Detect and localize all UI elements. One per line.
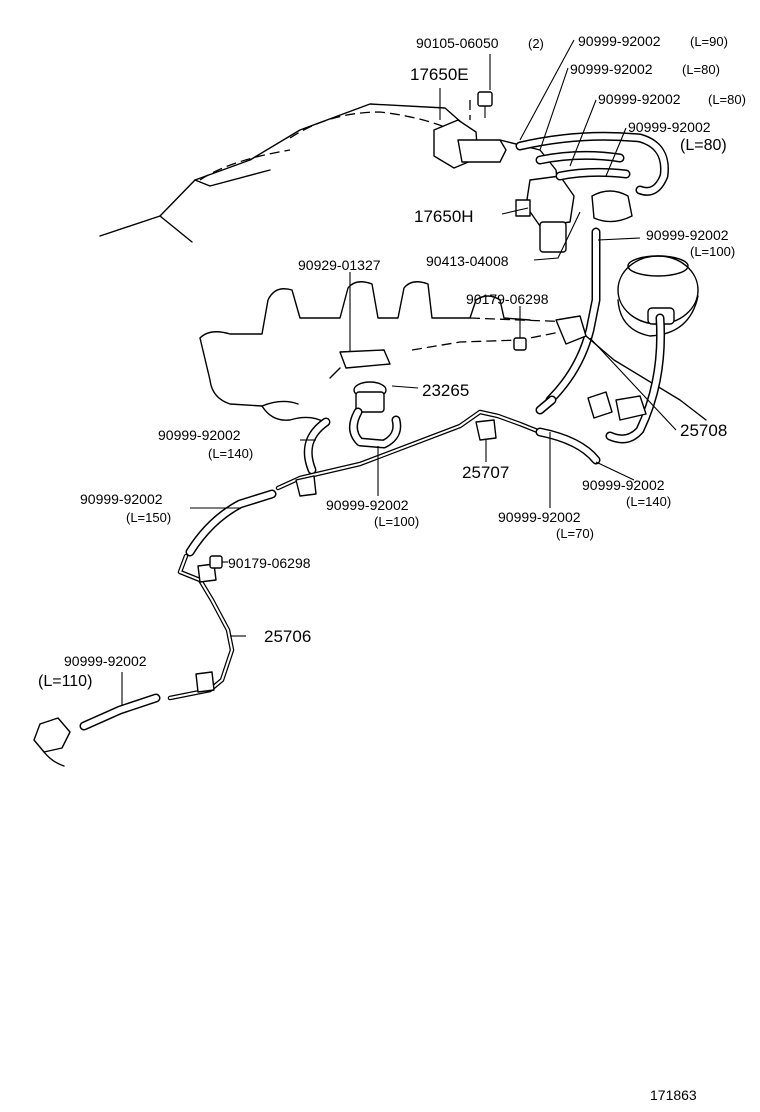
callout-part-number: 90999-92002 [158,427,241,443]
callout-length: (L=140) [208,446,253,461]
callout-part-number: 25706 [264,627,311,646]
valve-23265 [329,349,402,449]
callout-part-number: 90929-01327 [298,257,381,273]
callout-part-number: 90999-92002 [570,61,653,77]
callout-length: (L=140) [626,494,671,509]
vsv-17650h-assembly [515,175,633,253]
callout-part-number: 90999-92002 [64,653,147,669]
pipe-25707 [275,395,601,497]
callout-part-number: 90179-06298 [466,291,549,307]
callout-part-number: 90999-92002 [646,227,729,243]
callout-length: (L=70) [556,526,594,541]
callout-length: (L=100) [690,244,735,259]
callout-part-number: 90413-04008 [426,253,509,269]
callout-part-number: 90999-92002 [582,477,665,493]
callout-part-number: 90179-06298 [228,555,311,571]
callout-leaders [121,39,677,706]
callout-part-number: 90999-92002 [628,119,711,135]
vsv-17650e-assembly [433,91,561,215]
callout-part-number: 17650H [414,207,474,226]
upper-vacuum-hoses [515,131,669,405]
pipe-25706 [167,337,527,701]
callout-part-number: 90999-92002 [326,497,409,513]
callout-length: (L=100) [374,514,419,529]
hose-140-left [303,417,331,475]
callout-part-number: 90999-92002 [80,491,163,507]
callout-part-number: 90999-92002 [598,91,681,107]
callout-length: (L=110) [38,673,92,690]
callout-length: (L=80) [680,137,727,154]
callout-length: (L=90) [690,34,728,49]
callout-length: (L=80) [682,62,720,77]
diaphragm-canister [617,255,699,337]
callout-quantity: (2) [528,36,544,51]
hose-110-and-fitting [33,693,161,767]
engine-outline [99,103,471,243]
callout-labels: 90105-06050 (2) 17650E 90999-92002 (L=90… [38,33,746,1103]
callout-part-number: 90105-06050 [416,35,499,51]
callout-part-number: 23265 [422,381,469,400]
callout-part-number: 90999-92002 [578,33,661,49]
catalog-number: 171863 [650,1087,697,1103]
pipe-bracket-25708 [555,313,707,444]
callout-length: (L=80) [708,92,746,107]
callout-part-number: 90999-92002 [498,509,581,525]
callout-part-number: 25708 [680,421,727,440]
callout-part-number: 25707 [462,463,509,482]
callout-length: (L=150) [126,510,171,525]
callout-part-number: 17650E [410,65,469,84]
